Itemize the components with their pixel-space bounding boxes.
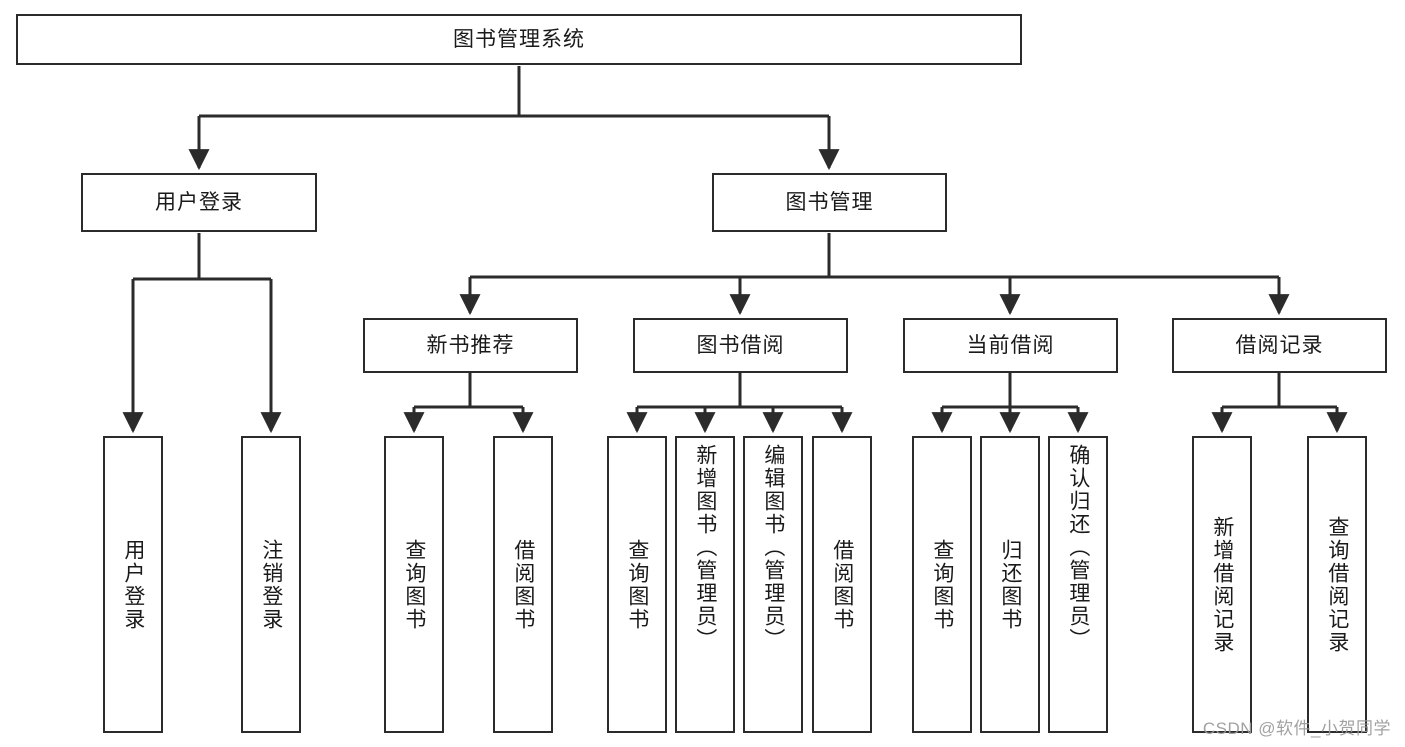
node-new-book-recommend[interactable]: 新书推荐 (363, 318, 578, 373)
node-borrow-record[interactable]: 借阅记录 (1172, 318, 1387, 373)
node-root-system-label: 图书管理系统 (453, 27, 585, 51)
leaf-rec-query-book[interactable]: 查询图书 (384, 436, 444, 733)
node-book-manage[interactable]: 图书管理 (712, 173, 947, 232)
node-book-borrow-label: 图书借阅 (696, 333, 785, 357)
node-user-login[interactable]: 用户登录 (81, 173, 317, 232)
leaf-borrow-borrow-book[interactable]: 借阅图书 (812, 436, 872, 733)
node-current-borrow[interactable]: 当前借阅 (903, 318, 1118, 373)
leaf-borrow-add-book[interactable]: 新增图书（管理员） (675, 436, 735, 733)
node-book-borrow[interactable]: 图书借阅 (633, 318, 848, 373)
node-current-borrow-label: 当前借阅 (966, 333, 1055, 357)
leaf-current-query-book[interactable]: 查询图书 (912, 436, 972, 733)
leaf-borrow-borrow-book-label: 借阅图书 (830, 538, 854, 631)
leaf-record-add[interactable]: 新增借阅记录 (1192, 436, 1252, 733)
leaf-user-logout-action-label: 注销登录 (259, 538, 283, 631)
leaf-rec-query-book-label: 查询图书 (402, 538, 426, 631)
leaf-user-login-action[interactable]: 用户登录 (103, 436, 163, 733)
leaf-borrow-edit-book[interactable]: 编辑图书（管理员） (743, 436, 803, 733)
leaf-borrow-add-book-label: 新增图书（管理员） (693, 444, 717, 651)
leaf-current-return-book[interactable]: 归还图书 (980, 436, 1040, 733)
node-borrow-record-label: 借阅记录 (1235, 333, 1324, 357)
node-book-manage-label: 图书管理 (785, 190, 874, 214)
leaf-current-confirm-return-label: 确认归还（管理员） (1066, 444, 1090, 651)
leaf-rec-borrow-book-label: 借阅图书 (511, 538, 535, 631)
csdn-watermark: CSDN @软件_小贺同学 (1202, 719, 1391, 738)
leaf-current-confirm-return[interactable]: 确认归还（管理员） (1048, 436, 1108, 733)
leaf-record-query-label: 查询借阅记录 (1325, 515, 1349, 654)
node-user-login-label: 用户登录 (155, 190, 243, 214)
leaf-borrow-edit-book-label: 编辑图书（管理员） (761, 444, 785, 651)
leaf-record-add-label: 新增借阅记录 (1210, 515, 1234, 654)
node-root-system[interactable]: 图书管理系统 (16, 14, 1022, 65)
leaf-current-query-book-label: 查询图书 (930, 538, 954, 631)
leaf-user-login-action-label: 用户登录 (121, 538, 145, 631)
leaf-current-return-book-label: 归还图书 (998, 538, 1022, 631)
node-new-book-recommend-label: 新书推荐 (426, 333, 515, 357)
leaf-record-query[interactable]: 查询借阅记录 (1307, 436, 1367, 733)
leaf-borrow-query-book[interactable]: 查询图书 (607, 436, 667, 733)
leaf-rec-borrow-book[interactable]: 借阅图书 (493, 436, 553, 733)
leaf-borrow-query-book-label: 查询图书 (625, 538, 649, 631)
leaf-user-logout-action[interactable]: 注销登录 (241, 436, 301, 733)
